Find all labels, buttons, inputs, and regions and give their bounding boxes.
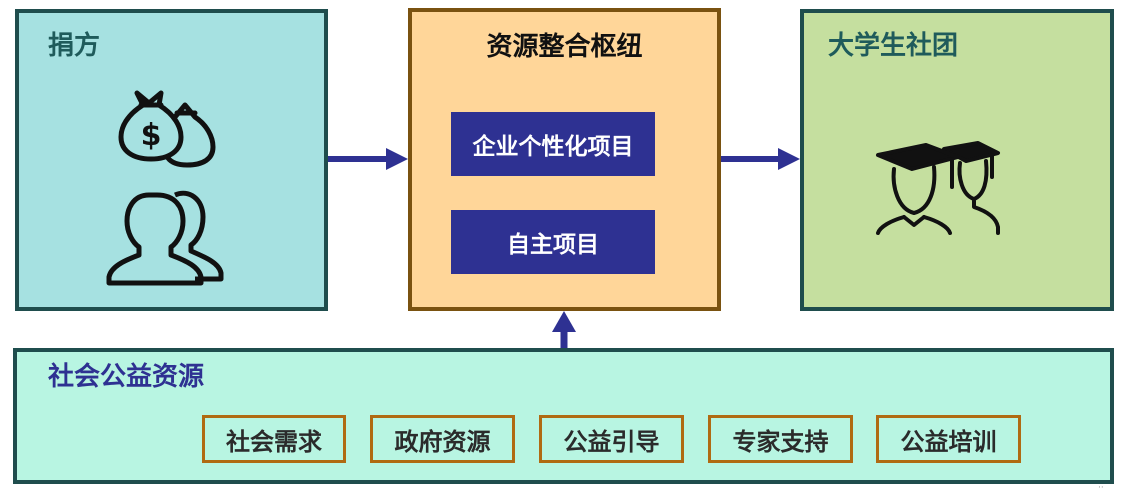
arrow-hub-to-club — [721, 148, 800, 170]
resources-title: 社会公益资源 — [48, 362, 205, 392]
hub-box: 资源整合枢纽 企业个性化项目 自主项目 — [408, 8, 721, 311]
arrow-resources-to-hub — [552, 311, 576, 348]
resource-tag-guidance: 公益引导 — [539, 415, 684, 463]
resource-tag-training: 公益培训 — [876, 415, 1021, 463]
page-number-fragment: ·· — [1098, 483, 1104, 493]
svg-text:$: $ — [141, 118, 162, 153]
own-project-block: 自主项目 — [451, 210, 655, 274]
arrow-donor-to-hub — [328, 148, 408, 170]
resource-tag-government: 政府资源 — [370, 415, 515, 463]
student-club-box: 大学生社团 — [800, 9, 1114, 311]
money-bags-icon: $ — [118, 90, 216, 168]
donor-box: 捐方 $ — [15, 9, 328, 311]
enterprise-project-block: 企业个性化项目 — [451, 112, 655, 176]
people-icon — [106, 190, 224, 286]
hub-title: 资源整合枢纽 — [486, 32, 643, 62]
resource-tag-experts: 专家支持 — [708, 415, 853, 463]
resource-tag-social-needs: 社会需求 — [202, 415, 346, 463]
social-resources-box: 社会公益资源 社会需求 政府资源 公益引导 专家支持 公益培训 — [13, 348, 1114, 484]
graduates-icon — [876, 141, 1000, 235]
club-title: 大学生社团 — [828, 31, 959, 61]
donor-title: 捐方 — [48, 31, 101, 61]
